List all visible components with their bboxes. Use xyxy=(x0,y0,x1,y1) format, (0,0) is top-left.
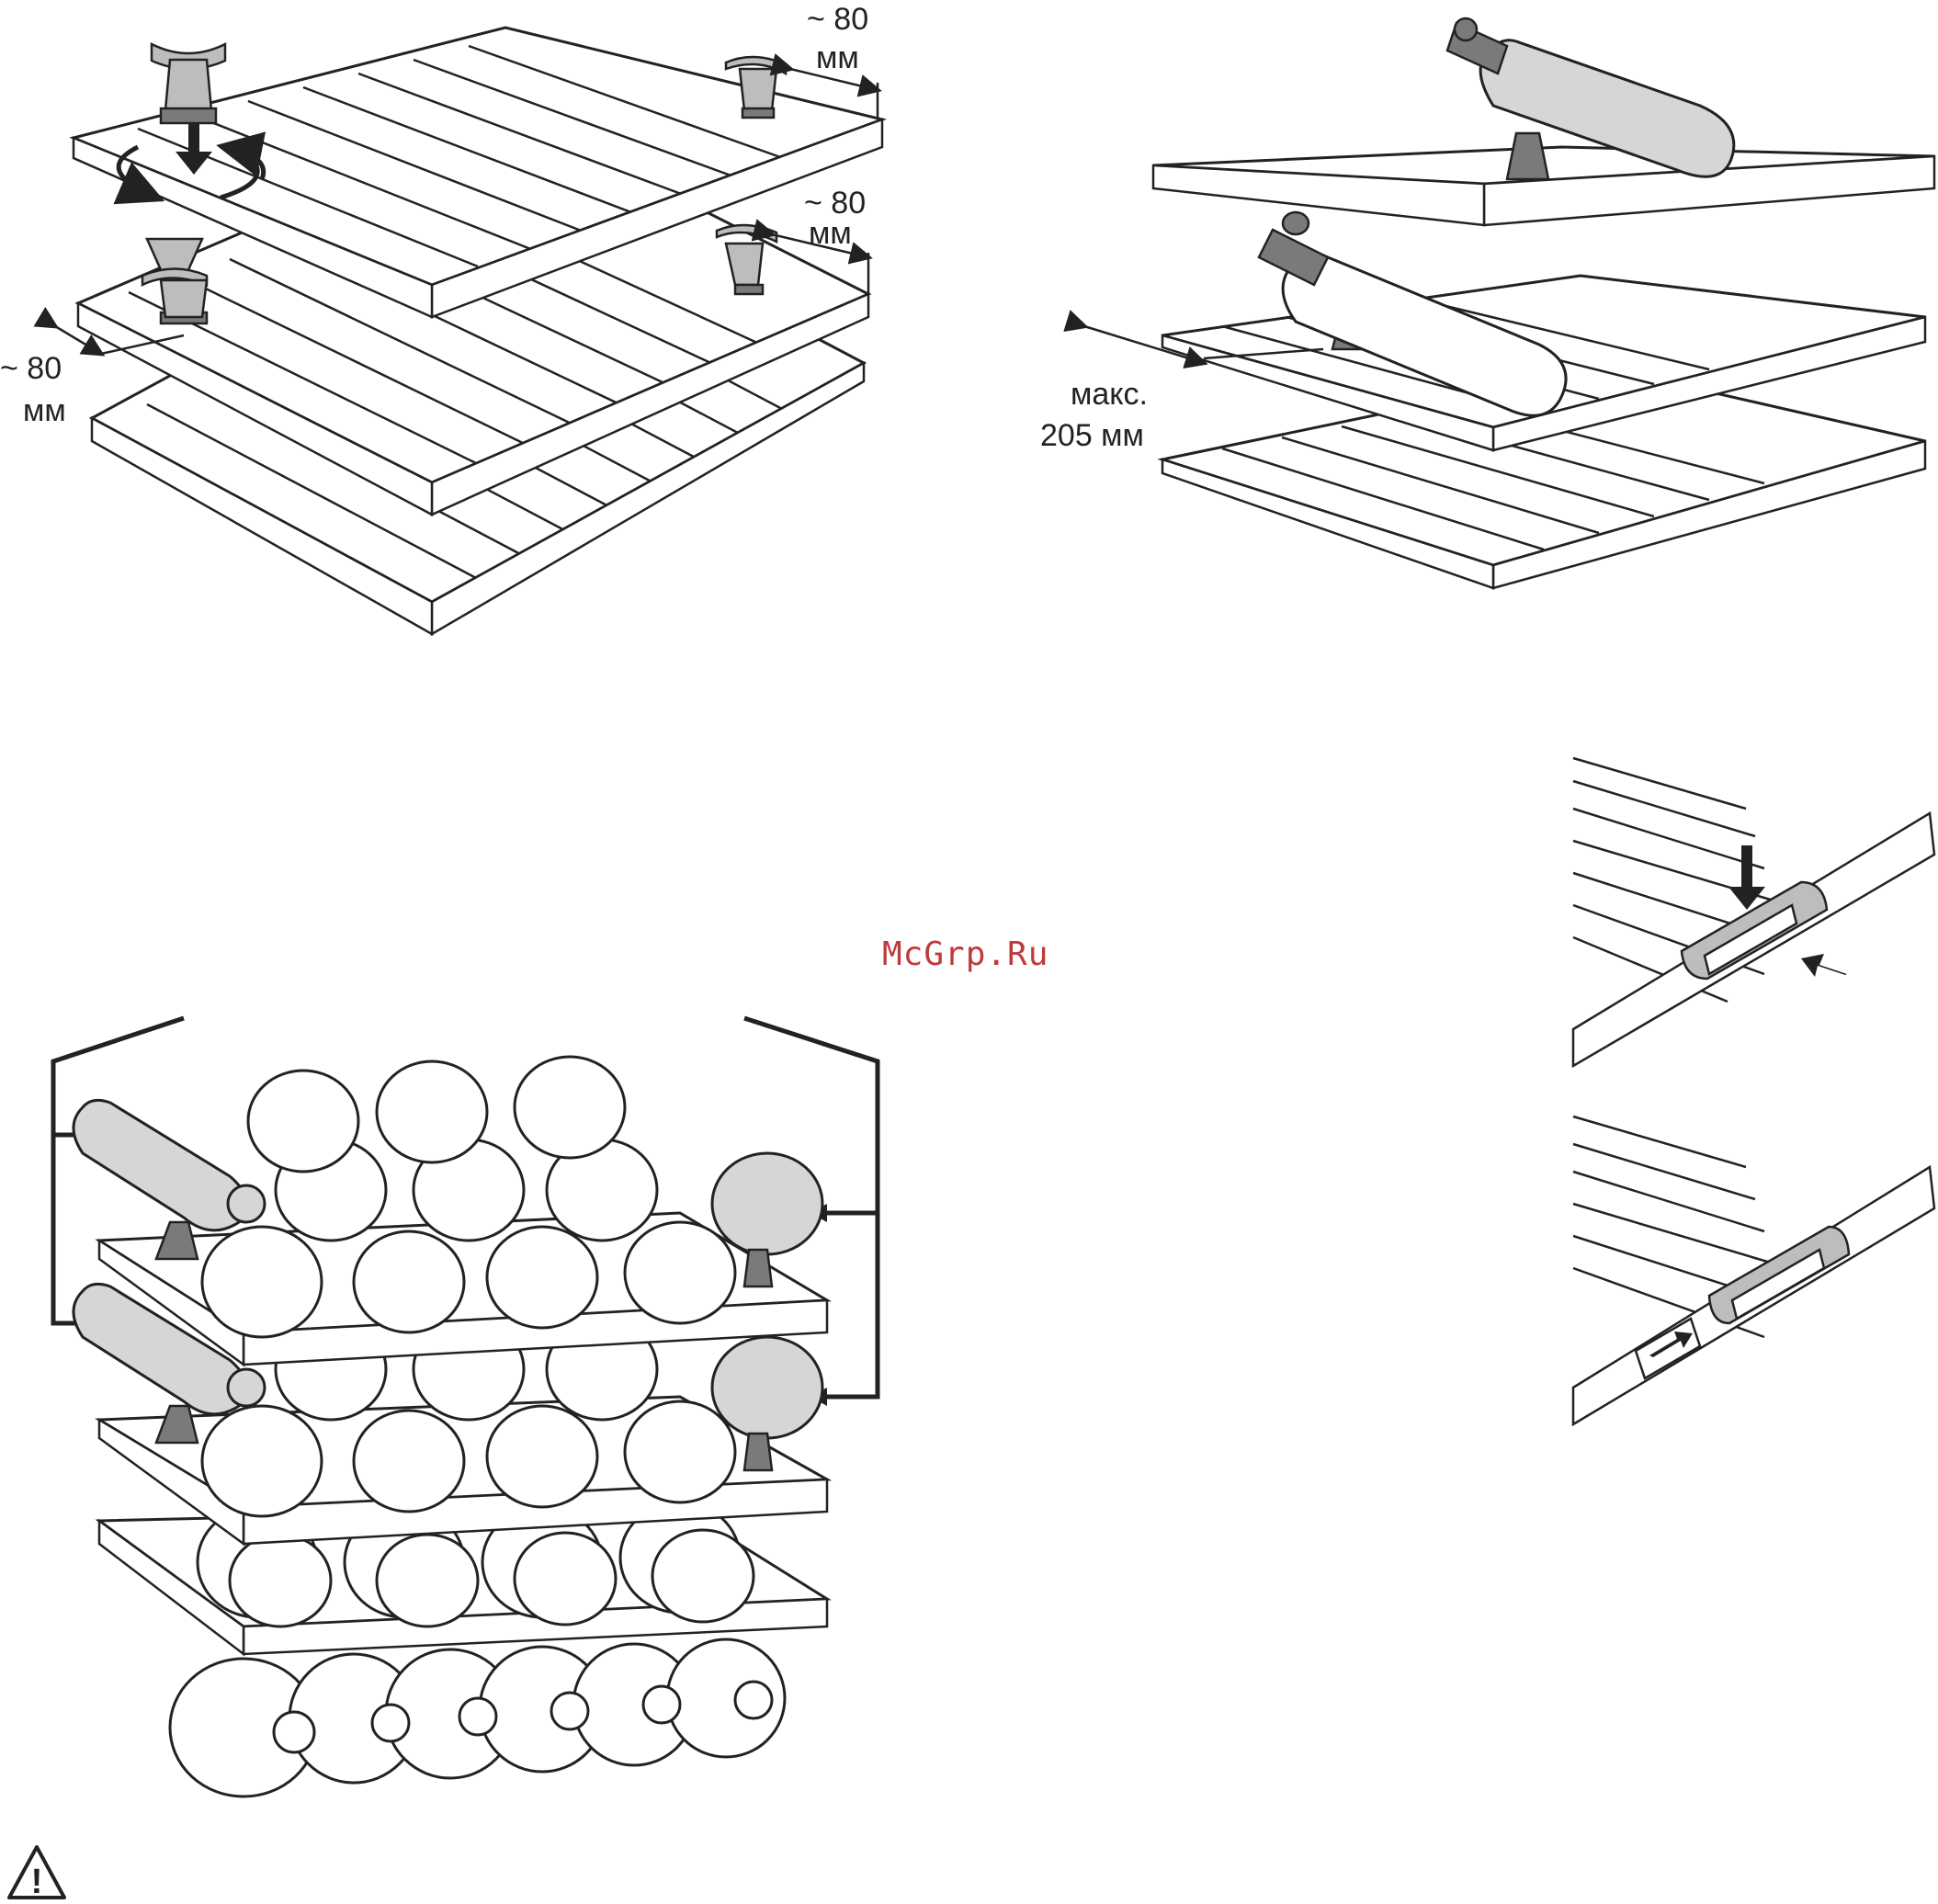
clip-detail-top xyxy=(1573,758,1934,1066)
dim-mid-unit: мм xyxy=(809,216,852,251)
warning-triangle-icon: ! xyxy=(3,1847,64,1901)
dim-left-unit: мм xyxy=(23,393,66,428)
clip-detail-bottom xyxy=(1573,1116,1934,1424)
figure-shelf-supports: ~ 80 мм ~ 80 мм ~ 80 мм xyxy=(0,2,882,634)
bottle-row-bottom xyxy=(170,1639,785,1796)
warning-symbol: ! xyxy=(31,1863,43,1901)
watermark: McGrp.Ru xyxy=(882,935,1048,973)
dim-top-unit: мм xyxy=(816,40,859,75)
figure-bottle-shelves: макс. 205 мм xyxy=(1040,18,1934,588)
max-value: 205 мм xyxy=(1040,418,1144,453)
dim-top-value: ~ 80 xyxy=(807,2,868,37)
rack-shelf-1 xyxy=(74,1057,827,1365)
dim-left-value: ~ 80 xyxy=(0,351,62,386)
max-label: макс. xyxy=(1071,377,1148,412)
figure-full-rack xyxy=(53,1018,878,1796)
shelf2-top xyxy=(1153,18,1934,225)
figure-clip-detail xyxy=(1573,758,1934,1424)
